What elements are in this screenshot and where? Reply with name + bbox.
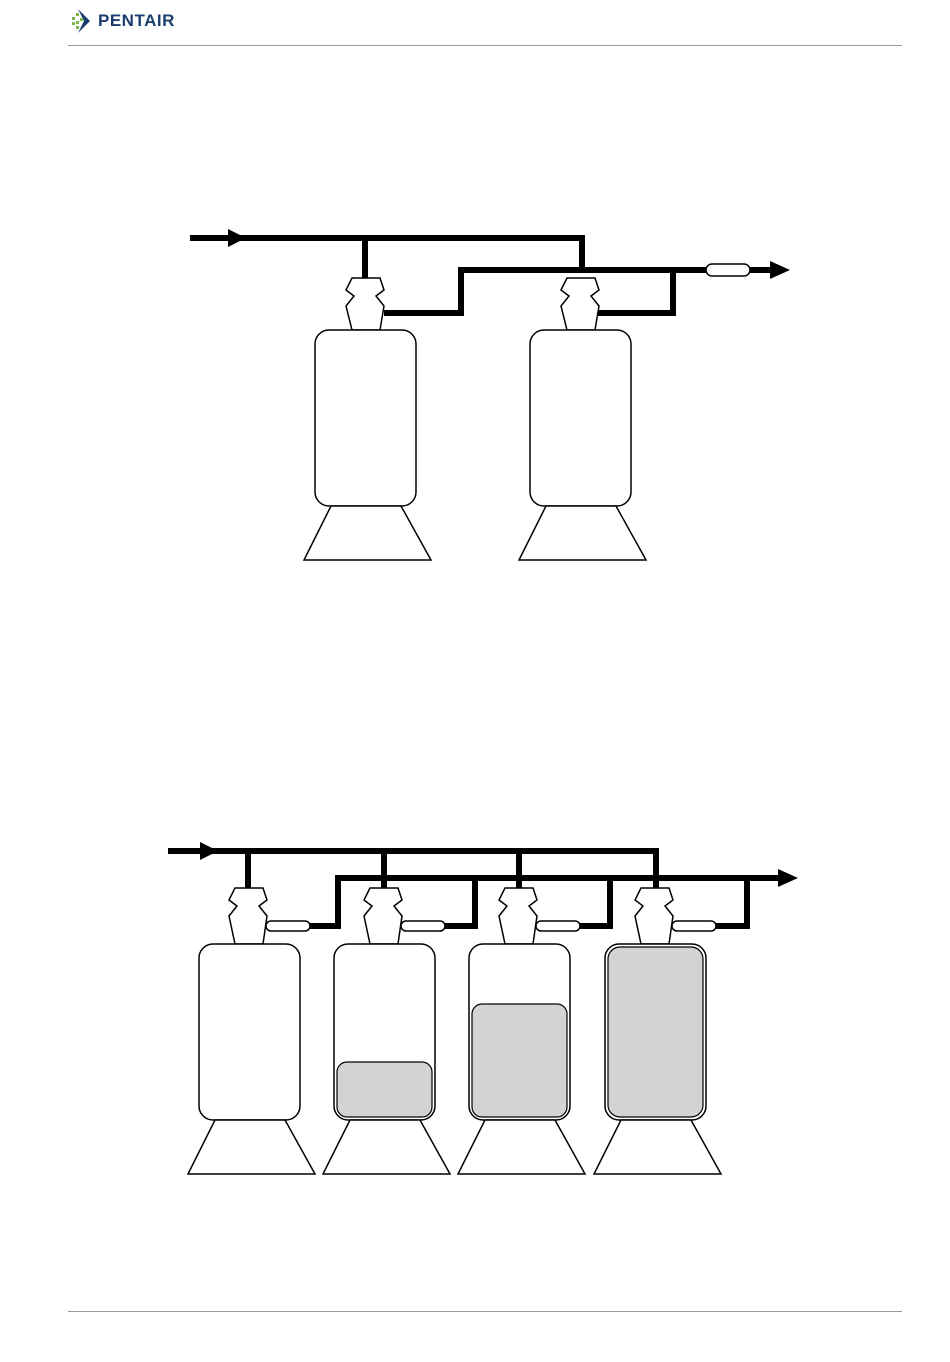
tank-base <box>458 1120 585 1174</box>
tank-base <box>594 1120 721 1174</box>
bypass-meter <box>401 921 445 931</box>
brand-name: PENTAIR <box>98 11 175 31</box>
control-valve <box>635 888 673 944</box>
brand-logo: PENTAIR <box>70 7 175 35</box>
tank-body <box>315 330 416 506</box>
footer-divider <box>68 1311 902 1312</box>
tank-1 <box>188 888 315 1174</box>
tank-body <box>530 330 631 506</box>
control-valve <box>364 888 402 944</box>
control-valve <box>499 888 537 944</box>
header-divider <box>68 45 902 46</box>
page-header: PENTAIR <box>0 0 950 48</box>
inlet-pipe <box>168 842 656 888</box>
tank-2 <box>519 278 646 560</box>
flow-meter <box>706 264 750 276</box>
tank-base <box>304 506 431 560</box>
tank-1 <box>304 278 431 560</box>
control-valve <box>229 888 267 944</box>
tank-4 <box>594 888 721 1174</box>
resin-media-fill <box>472 1004 567 1117</box>
tank-base <box>188 1120 315 1174</box>
bypass-meter <box>266 921 310 931</box>
pentair-diamond-logo-icon <box>70 7 94 35</box>
resin-media-fill <box>337 1062 432 1117</box>
tank-body <box>199 944 300 1120</box>
twin-tank-diagram <box>0 200 950 580</box>
tank-2 <box>323 888 450 1174</box>
control-valve <box>561 278 599 330</box>
tank-base <box>323 1120 450 1174</box>
quad-tank-diagram <box>0 820 950 1200</box>
control-valve <box>346 278 384 330</box>
bypass-meter <box>672 921 716 931</box>
bypass-meter <box>536 921 580 931</box>
tank-base <box>519 506 646 560</box>
tank-3 <box>458 888 585 1174</box>
resin-media-fill <box>608 947 703 1117</box>
